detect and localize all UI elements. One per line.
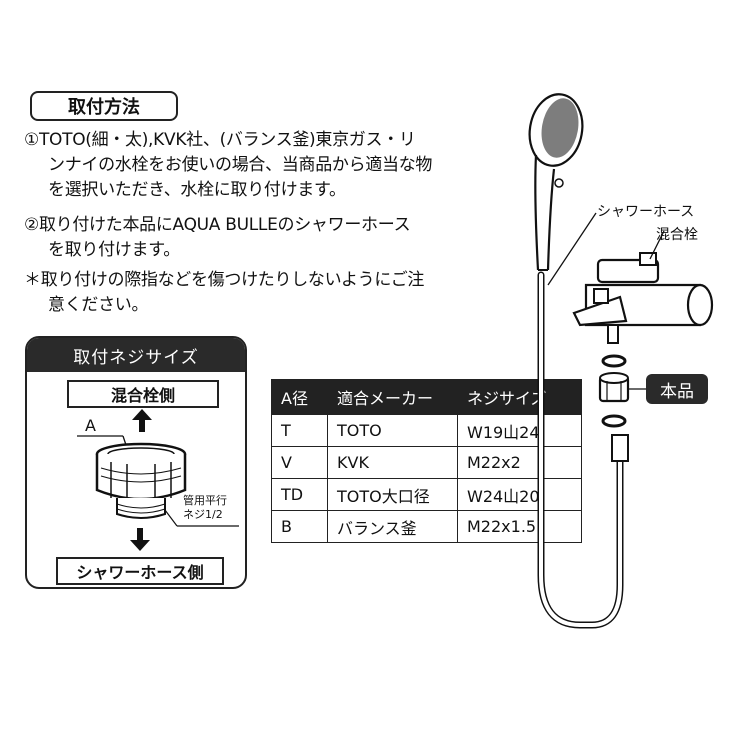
mixer-side-label: 混合栓側 xyxy=(67,380,219,408)
shower-head-icon xyxy=(528,93,584,271)
step-2-line-2: を取り付けます。 xyxy=(48,240,180,260)
table-cell: V xyxy=(271,446,328,479)
shower-hose-callout: シャワーホース xyxy=(597,204,695,220)
step-1-line-3: を選択いただき、水栓に取り付けます。 xyxy=(48,180,346,200)
table-row: B バランス釜 M22x1.5 xyxy=(271,510,582,543)
header-a-diameter: A径 xyxy=(271,379,328,415)
screw-size-panel: 取付ネジサイズ 混合栓側 シャワーホース側 xyxy=(25,336,247,589)
table-cell: T xyxy=(271,414,328,447)
step-1-line-1: ①TOTO(細・太),KVK社、(バランス釜)東京ガス・リ xyxy=(24,130,416,150)
table-header-row: A径 適合メーカー ネジサイズ xyxy=(271,379,582,415)
pipe-thread-pointer xyxy=(164,509,178,527)
table-row: V KVK M22x2 xyxy=(271,446,582,479)
caution-line-2: 意ください。 xyxy=(48,295,149,315)
table-cell: B xyxy=(271,510,328,543)
table-row: TD TOTO大口径 W24山20 xyxy=(271,478,582,511)
pipe-thread-line-1: 管用平行 xyxy=(183,494,227,507)
adapter-nut-icon xyxy=(95,442,187,519)
step-1-line-2: ンナイの水栓をお使いの場合、当商品から適当な物 xyxy=(48,155,433,175)
table-cell: TD xyxy=(271,478,328,511)
caution-line-1: ＊取り付けの際指などを傷つけたりしないようにご注 xyxy=(24,270,425,290)
table-cell: TOTO大口径 xyxy=(327,478,458,511)
step-2-line-1: ②取り付けた本品にAQUA BULLEのシャワーホース xyxy=(24,215,411,235)
caution-note: ＊取り付けの際指などを傷つけたりしないようにご注 意ください。 xyxy=(24,268,514,318)
adapter-product-icon xyxy=(598,372,630,403)
arrow-down-icon xyxy=(130,528,150,551)
table-cell: W19山24 xyxy=(457,414,582,447)
pipe-thread-label: 管用平行 ネジ1/2 xyxy=(183,494,227,522)
table-cell: バランス釜 xyxy=(327,510,458,543)
hose-connector-icon xyxy=(611,434,629,462)
table-cell: TOTO xyxy=(327,414,458,447)
product-callout: 本品 xyxy=(646,374,708,404)
hose-side-label: シャワーホース側 xyxy=(56,557,224,585)
pipe-thread-line-2: ネジ1/2 xyxy=(183,508,223,521)
o-ring-bottom-icon xyxy=(601,414,627,428)
a-diameter-label: A xyxy=(85,416,96,435)
arrow-up-icon xyxy=(132,409,152,432)
mixer-faucet-icon xyxy=(572,252,714,344)
table-cell: M22x1.5 xyxy=(457,510,582,543)
step-1-text: ①TOTO(細・太),KVK社、(バランス釜)東京ガス・リ ンナイの水栓をお使い… xyxy=(24,128,514,203)
adapter-diagram xyxy=(77,409,239,551)
step-2-text: ②取り付けた本品にAQUA BULLEのシャワーホース を取り付けます。 xyxy=(24,213,514,263)
hose-pointer-line xyxy=(547,212,597,286)
section-title: 取付方法 xyxy=(30,91,178,121)
shower-illustration xyxy=(528,93,714,629)
mixer-callout: 混合栓 xyxy=(656,227,698,243)
screw-size-heading: 取付ネジサイズ xyxy=(27,338,245,372)
table-cell: KVK xyxy=(327,446,458,479)
header-thread-size: ネジサイズ xyxy=(457,379,582,415)
table-cell: W24山20 xyxy=(457,478,582,511)
mixer-pointer-line xyxy=(649,230,665,260)
o-ring-top-icon xyxy=(601,354,627,368)
header-maker: 適合メーカー xyxy=(327,379,458,415)
thread-spec-table: A径 適合メーカー ネジサイズ T TOTO W19山24 V KVK M22x… xyxy=(271,379,582,543)
